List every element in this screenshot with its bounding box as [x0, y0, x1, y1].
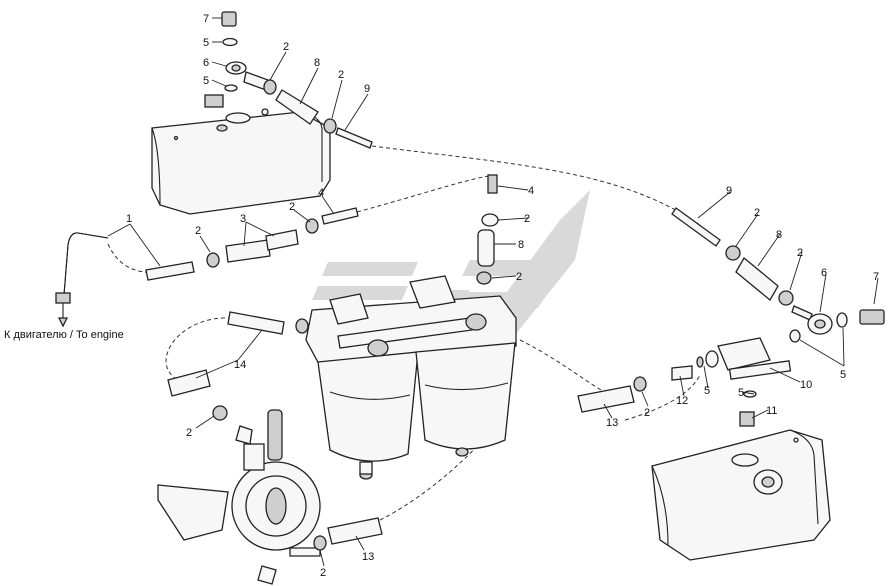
label-5: 5	[203, 37, 209, 49]
label-5: 5	[203, 75, 209, 87]
label-14: 14	[234, 359, 246, 371]
label-5: 5	[704, 385, 710, 397]
tee-fitting	[577, 337, 792, 413]
engine-caption: К двигателю / To engine	[4, 329, 124, 341]
label-2: 2	[289, 201, 295, 213]
hose-13-lower	[313, 517, 383, 551]
label-5: 5	[840, 369, 846, 381]
label-8: 8	[518, 239, 524, 251]
label-2: 2	[754, 207, 760, 219]
centre-fittings	[476, 174, 499, 285]
label-8: 8	[314, 57, 320, 69]
label-12: 12	[676, 395, 688, 407]
label-2: 2	[797, 247, 803, 259]
leader-lines	[107, 17, 879, 567]
label-2: 2	[338, 69, 344, 81]
label-9: 9	[364, 83, 370, 95]
label-13: 13	[606, 417, 618, 429]
label-8: 8	[776, 229, 782, 241]
label-2: 2	[283, 41, 289, 53]
middle-hoses	[145, 207, 359, 281]
twin-fuel-filter	[305, 275, 517, 480]
label-6: 6	[203, 57, 209, 69]
part-labels: 7 5 6 5 2 8 2 9 1 2 3 2 4 4 2 8 2 9 2 8 …	[4, 13, 879, 579]
label-9: 9	[726, 185, 732, 197]
fuel-tank-right	[651, 390, 831, 561]
hand-pump	[157, 409, 321, 585]
label-2: 2	[195, 225, 201, 237]
label-7: 7	[203, 13, 209, 25]
label-13: 13	[362, 551, 374, 563]
label-2: 2	[524, 213, 530, 225]
label-2: 2	[516, 271, 522, 283]
label-2: 2	[644, 407, 650, 419]
right-fittings	[671, 207, 885, 343]
label-4: 4	[528, 185, 534, 197]
label-5: 5	[738, 387, 744, 399]
label-11: 11	[766, 405, 777, 417]
fuel-tank-left	[151, 108, 331, 215]
label-7: 7	[873, 271, 879, 283]
label-6: 6	[821, 267, 827, 279]
label-1: 1	[126, 213, 132, 225]
label-2: 2	[320, 567, 326, 579]
label-10: 10	[800, 379, 812, 391]
label-3: 3	[240, 213, 246, 225]
label-2: 2	[186, 427, 192, 439]
pipe-to-engine	[55, 232, 109, 328]
label-4: 4	[318, 187, 324, 199]
